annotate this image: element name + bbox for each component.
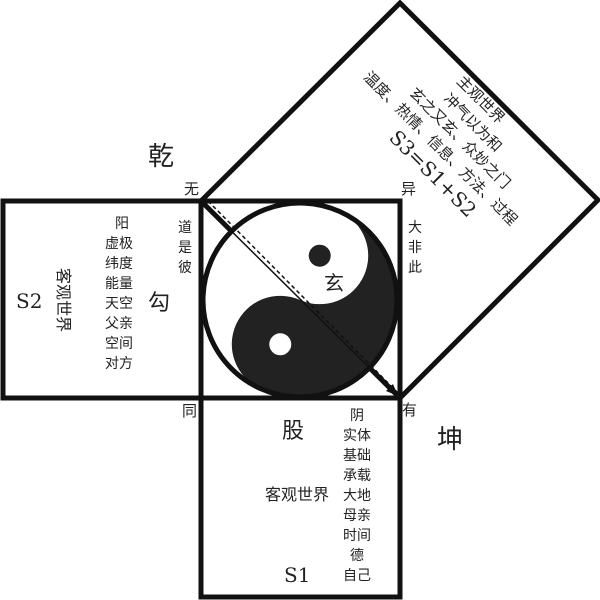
left-box-list: 阳 虚极 纬度 能量 天空 父亲 空间 对方 <box>105 216 133 372</box>
label-yi: 异 <box>401 180 416 198</box>
left-side-text: 道 是 彼 <box>178 220 192 276</box>
label-kun: 坤 <box>437 425 463 455</box>
yin-dot <box>308 244 331 267</box>
s2-label: S2 <box>16 289 42 313</box>
list-item: 空间 <box>105 336 133 352</box>
label-gu: 股 <box>282 419 304 444</box>
list-item: 对方 <box>105 356 133 372</box>
bottom-box-list: 阴 实体 基础 承载 大地 母亲 时间 德 自己 <box>343 408 371 584</box>
list-item: 自己 <box>343 568 371 584</box>
left-side-char: 彼 <box>178 260 192 276</box>
label-wu: 无 <box>184 180 199 198</box>
list-item: 阳 <box>115 216 129 232</box>
right-side-char: 此 <box>408 260 422 276</box>
s1-label: S1 <box>284 563 310 587</box>
diagonal-dashed-arrow <box>207 200 399 394</box>
left-side-char: 道 <box>178 220 192 236</box>
list-item: 基础 <box>343 447 371 464</box>
list-item: 纬度 <box>105 256 133 272</box>
list-item: 父亲 <box>105 316 133 332</box>
label-tong: 同 <box>182 402 197 420</box>
label-gou: 勾 <box>148 291 170 316</box>
list-item: 承载 <box>343 468 371 484</box>
label-you: 有 <box>402 401 417 419</box>
arrow-head-icon <box>386 384 398 396</box>
yang-dot <box>269 333 292 356</box>
yin-yang-outline <box>200 200 400 400</box>
right-side-char: 大 <box>408 220 422 236</box>
left-box-title: 客观世界 <box>54 268 73 332</box>
list-item: 虚极 <box>105 236 133 252</box>
label-xuan: 玄 <box>324 271 344 295</box>
left-side-char: 是 <box>178 240 192 256</box>
diagonal-line <box>202 202 399 397</box>
list-item: 德 <box>350 548 364 564</box>
list-item: 能量 <box>105 276 133 292</box>
bottom-box-title: 客观世界 <box>265 485 329 504</box>
list-item: 大地 <box>343 488 371 504</box>
list-item: 时间 <box>343 528 371 544</box>
list-item: 阴 <box>350 408 364 424</box>
right-side-text: 大 非 此 <box>408 220 422 276</box>
label-qian: 乾 <box>148 142 174 172</box>
list-item: 母亲 <box>343 508 371 524</box>
right-side-char: 非 <box>408 240 422 256</box>
list-item: 实体 <box>343 428 371 444</box>
list-item: 天空 <box>105 296 133 312</box>
